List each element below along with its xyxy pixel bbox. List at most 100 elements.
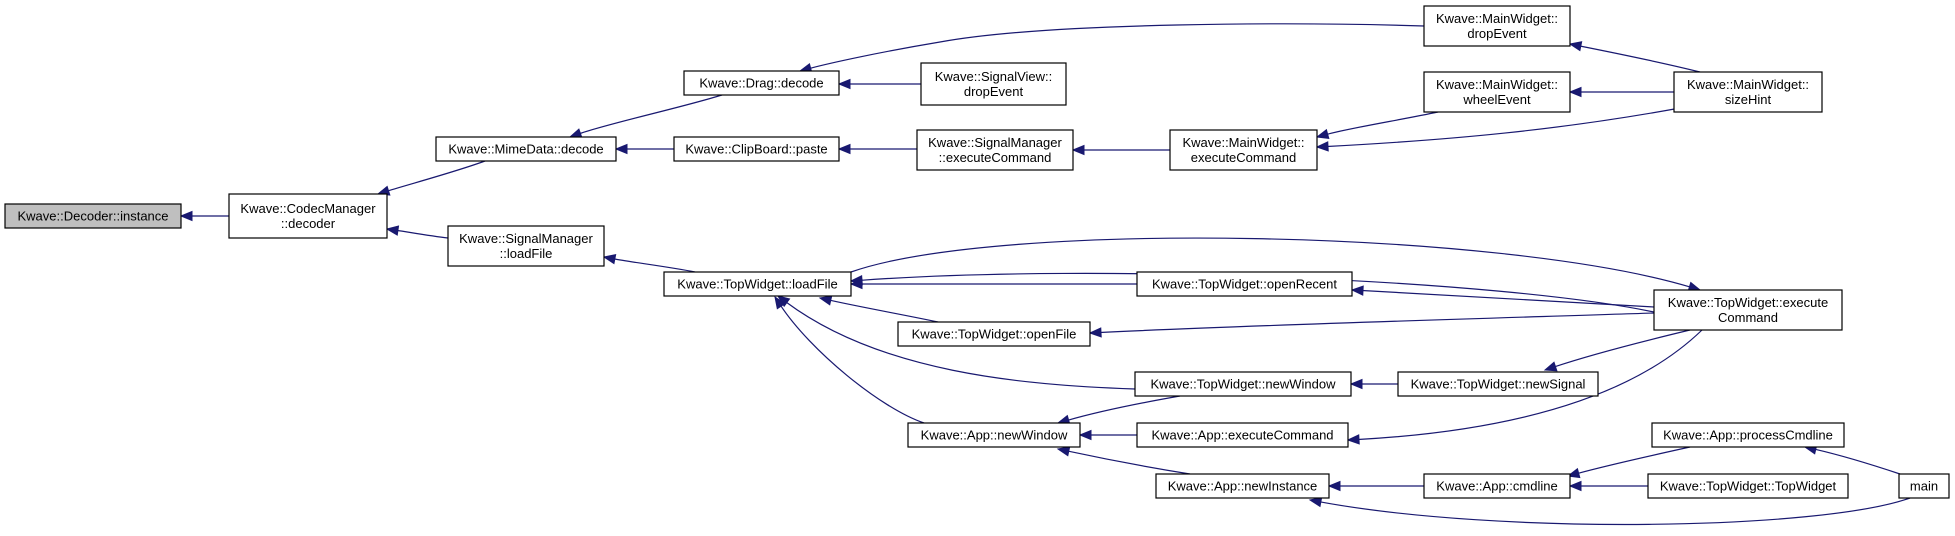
node-box <box>1155 473 1330 499</box>
node-label: Kwave::SignalManager <box>459 231 593 246</box>
arrowhead <box>1308 496 1323 508</box>
edge-line <box>1326 107 1681 148</box>
node-tw-newsignal[interactable]: Kwave::TopWidget::newSignal <box>1397 371 1599 397</box>
node-sv-dropevent[interactable]: Kwave::SignalView::dropEvent <box>920 62 1067 106</box>
nodes-layer: Kwave::Decoder::instance Kwave::CodecMana… <box>4 5 1950 499</box>
node-tw-openfile[interactable]: Kwave::TopWidget::openFile <box>897 321 1091 347</box>
edge-line <box>1326 111 1439 135</box>
node-label: Kwave::App::newWindow <box>921 428 1068 443</box>
node-codec-decoder[interactable]: Kwave::CodecManager::decoder <box>228 193 388 239</box>
arrowhead <box>1088 327 1102 338</box>
edge-sm_loadfile-to-codec_decoder <box>385 225 449 239</box>
node-sm-loadfile[interactable]: Kwave::SignalManager::loadFile <box>447 225 605 267</box>
edge-sv_dropevent-to-drag_decode <box>837 78 921 90</box>
node-tw-topwidget[interactable]: Kwave::TopWidget::TopWidget <box>1647 473 1849 499</box>
node-label: Kwave::Decoder::instance <box>17 209 168 224</box>
node-label: Kwave::ClipBoard::paste <box>685 142 827 157</box>
edge-tw_openfile-to-tw_loadfile <box>818 295 939 323</box>
node-label: Kwave::Drag::decode <box>699 76 823 91</box>
node-box <box>683 70 840 96</box>
edge-mw_sizehint-to-mw_execcmd <box>1315 107 1681 152</box>
node-box <box>1898 473 1950 499</box>
node-tw-loadfile[interactable]: Kwave::TopWidget::loadFile <box>663 271 852 297</box>
arrowhead <box>1568 41 1583 52</box>
arrowhead <box>1071 144 1085 156</box>
node-tw-openrecent[interactable]: Kwave::TopWidget::openRecent <box>1136 271 1353 297</box>
node-box <box>907 422 1081 448</box>
node-box <box>663 271 852 297</box>
edge-tw_newwindow-to-app_newwindow <box>1056 395 1181 425</box>
node-box <box>1423 71 1571 113</box>
arrowhead <box>1315 141 1329 152</box>
arrowhead <box>1056 446 1071 457</box>
node-box <box>920 62 1067 106</box>
node-mw-wheelevent[interactable]: Kwave::MainWidget::wheelEvent <box>1423 71 1571 113</box>
edge-tw_topwidget-to-app_cmdline <box>1568 480 1648 492</box>
node-clip-paste[interactable]: Kwave::ClipBoard::paste <box>673 136 840 162</box>
arrowhead <box>1346 434 1360 445</box>
node-sm-execcmd[interactable]: Kwave::SignalManager::executeCommand <box>916 129 1074 171</box>
node-label: Kwave::TopWidget::openRecent <box>1152 277 1337 292</box>
edge-app_newwindow-to-tw_loadfile <box>774 295 925 424</box>
node-label: Kwave::CodecManager <box>240 201 376 216</box>
node-label: Kwave::TopWidget::newWindow <box>1151 377 1337 392</box>
edge-tw_execcmd-to-app_execcmd <box>1346 329 1703 445</box>
edge-line <box>1319 497 1911 526</box>
arrowhead <box>1327 480 1341 492</box>
node-label: Kwave::MainWidget:: <box>1436 77 1558 92</box>
edge-mw_wheelevent-to-mw_execcmd <box>1315 111 1439 140</box>
node-mw-sizehint[interactable]: Kwave::MainWidget::sizeHint <box>1673 71 1823 113</box>
arrowhead <box>1315 128 1330 140</box>
edge-line <box>850 237 1691 288</box>
arrowhead <box>837 78 851 90</box>
node-label: wheelEvent <box>1462 92 1531 107</box>
edge-tw_loadfile-to-tw_execcmd <box>850 237 1702 292</box>
node-app-execcmd[interactable]: Kwave::App::executeCommand <box>1136 422 1349 448</box>
node-label: Kwave::App::newInstance <box>1168 479 1318 494</box>
node-app-processcmdline[interactable]: Kwave::App::processCmdline <box>1651 422 1845 448</box>
edge-tw_newsignal-to-tw_newwindow <box>1349 378 1398 390</box>
node-box <box>1653 289 1843 331</box>
node-label: Kwave::MainWidget:: <box>1436 11 1558 26</box>
node-drag-decode[interactable]: Kwave::Drag::decode <box>683 70 840 96</box>
edge-line <box>1554 329 1691 368</box>
arrowhead <box>1543 361 1558 372</box>
node-app-newwindow[interactable]: Kwave::App::newWindow <box>907 422 1081 448</box>
node-mime-decode[interactable]: Kwave::MimeData::decode <box>435 136 617 162</box>
node-label: executeCommand <box>1191 150 1297 165</box>
node-box <box>228 193 388 239</box>
edge-line <box>779 304 925 424</box>
arrowhead <box>1349 378 1363 390</box>
node-box <box>1136 422 1349 448</box>
arrowhead <box>568 128 583 139</box>
edge-tw_execcmd-to-tw_openrecent <box>1350 285 1655 308</box>
node-mw-execcmd[interactable]: Kwave::MainWidget::executeCommand <box>1169 129 1318 171</box>
node-box <box>1423 473 1571 499</box>
edge-line <box>1099 312 1655 334</box>
node-mw-dropevent[interactable]: Kwave::MainWidget::dropEvent <box>1423 5 1571 47</box>
edge-tw_execcmd-to-tw_newsignal <box>1543 329 1691 372</box>
node-box <box>447 225 605 267</box>
arrowhead <box>1568 86 1582 98</box>
node-label: dropEvent <box>1467 26 1527 41</box>
edge-mw_sizehint-to-mw_dropevent <box>1568 41 1701 73</box>
node-label: ::executeCommand <box>939 150 1052 165</box>
edge-line <box>829 299 939 323</box>
edge-sm_execcmd-to-clip_paste <box>837 143 917 155</box>
edge-app_processcmdline-to-app_cmdline <box>1566 446 1691 479</box>
node-app-newinstance[interactable]: Kwave::App::newInstance <box>1155 473 1330 499</box>
node-label: Kwave::TopWidget::execute <box>1668 295 1828 310</box>
edge-line <box>1361 289 1655 308</box>
node-label: Kwave::App::cmdline <box>1436 479 1557 494</box>
edge-main-to-app_newinstance <box>1308 496 1911 526</box>
node-decoder-instance[interactable]: Kwave::Decoder::instance <box>4 203 182 229</box>
node-tw-newwindow[interactable]: Kwave::TopWidget::newWindow <box>1134 371 1352 397</box>
node-box <box>4 203 182 229</box>
edge-line <box>613 258 696 273</box>
edge-tw_loadfile-to-sm_loadfile <box>602 254 696 273</box>
node-app-cmdline[interactable]: Kwave::App::cmdline <box>1423 473 1571 499</box>
arrowhead <box>849 278 863 290</box>
node-main[interactable]: main <box>1898 473 1950 499</box>
node-label: Kwave::App::executeCommand <box>1151 428 1333 443</box>
node-tw-execcmd[interactable]: Kwave::TopWidget::executeCommand <box>1653 289 1843 331</box>
